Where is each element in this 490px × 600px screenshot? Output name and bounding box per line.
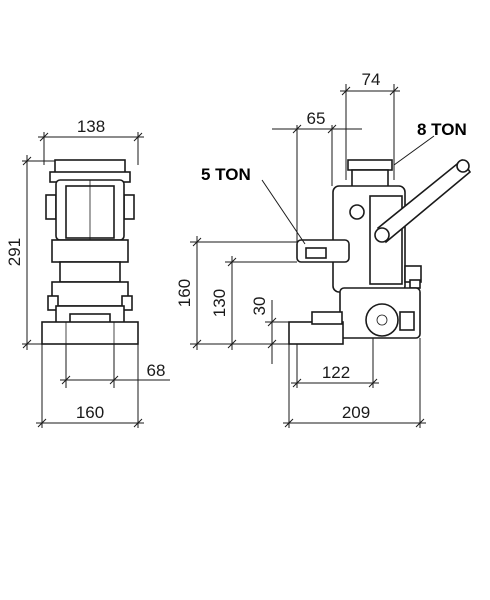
dim-side-height-130: 130: [210, 289, 229, 317]
dim-side-base-122: 122: [322, 363, 350, 382]
side-view: [288, 158, 472, 345]
label-5-ton: 5 TON: [201, 165, 251, 184]
dim-front-base-outer: 160: [76, 403, 104, 422]
front-view: [41, 159, 139, 345]
front-dimension-lines: [22, 132, 170, 428]
label-8-ton: 8 TON: [417, 120, 467, 139]
dim-side-height-30: 30: [250, 297, 269, 316]
dim-side-height-160: 160: [175, 279, 194, 307]
dim-front-height: 291: [5, 238, 24, 266]
dim-side-top-65: 65: [307, 109, 326, 128]
dim-front-top-width: 138: [77, 117, 105, 136]
dim-front-base-inner: 68: [147, 361, 166, 380]
side-dimension-lines: [190, 84, 435, 428]
dim-side-top-74: 74: [362, 70, 381, 89]
dim-side-base-209: 209: [342, 403, 370, 422]
